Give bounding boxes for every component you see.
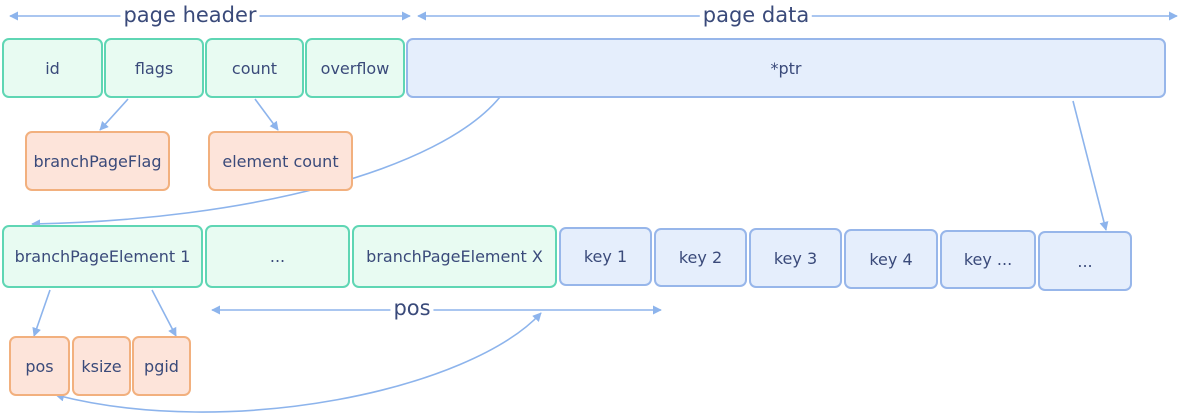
header-field-flags: flags (104, 38, 204, 98)
key-box: key ... (940, 230, 1036, 289)
ptr-to-keys-arrow (1072, 100, 1109, 231)
pos-to-key-arrow (55, 312, 542, 413)
key-box: key 4 (844, 229, 938, 289)
branch-page-flag-box: branchPageFlag (25, 131, 170, 191)
element-field-pgid: pgid (132, 336, 191, 396)
header-field-count: count (205, 38, 304, 98)
branch-page-element-first: branchPageElement 1 (2, 225, 203, 288)
element-field-pos: pos (9, 336, 70, 396)
element-to-pgid-arrow (151, 289, 177, 337)
key-box: key 2 (654, 228, 747, 287)
header-field-id: id (2, 38, 103, 98)
page-header-label: page header (120, 4, 260, 26)
key-box: ... (1038, 231, 1132, 291)
element-field-ksize: ksize (72, 336, 131, 396)
element-to-pos-arrow (32, 289, 51, 337)
pos-offset-label: pos (390, 297, 434, 319)
page-data-ptr: *ptr (406, 38, 1166, 98)
page-data-label: page data (699, 4, 813, 26)
branch-page-element-last: branchPageElement X (352, 225, 557, 288)
branch-page-element-ellipsis: ... (205, 225, 350, 288)
key-box: key 3 (749, 228, 842, 288)
element-count-box: element count (208, 131, 353, 191)
count-to-element-count-arrow (254, 98, 279, 131)
key-box: key 1 (559, 227, 652, 286)
flags-to-branchpageflag-arrow (99, 98, 129, 131)
header-field-overflow: overflow (305, 38, 405, 98)
